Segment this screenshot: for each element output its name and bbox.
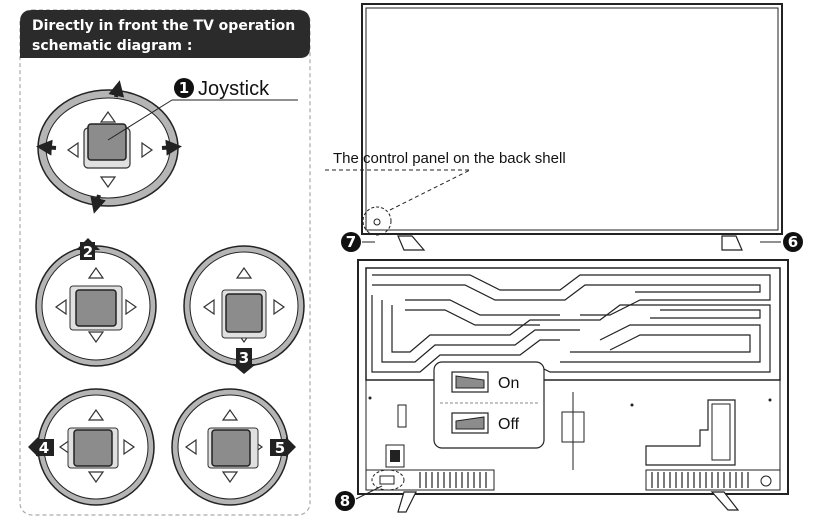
joystick-up: 2 bbox=[35, 238, 157, 367]
left-triangle-icon bbox=[66, 141, 79, 159]
right-push-arrow-icon bbox=[286, 437, 296, 457]
joystick-main: 1 Joystick bbox=[36, 78, 298, 214]
tv-right-foot bbox=[721, 235, 743, 251]
joystick-right: 5 bbox=[171, 388, 296, 506]
tv-left-foot bbox=[397, 235, 426, 251]
tv-back: 8 bbox=[335, 259, 789, 513]
control-panel-highlight bbox=[362, 206, 392, 236]
callout-8-number: 8 bbox=[340, 492, 350, 510]
callout-2-number: 2 bbox=[83, 243, 93, 261]
callout-7-number: 7 bbox=[346, 233, 356, 251]
callout-4-number: 4 bbox=[39, 439, 49, 457]
callout-1-badge bbox=[174, 78, 194, 98]
up-arrow-icon bbox=[108, 80, 125, 98]
joystick-left: 4 bbox=[28, 388, 155, 506]
left-push-arrow-icon bbox=[28, 437, 38, 457]
callout-6-number: 6 bbox=[788, 233, 798, 251]
callout-7-badge bbox=[341, 232, 361, 252]
panel-header bbox=[20, 10, 310, 58]
right-arrow-icon bbox=[161, 139, 182, 156]
switch-off-label: Off bbox=[498, 416, 520, 433]
down-arrow-icon bbox=[90, 194, 106, 214]
joystick-label: Joystick bbox=[198, 78, 270, 100]
back-panel-ribs bbox=[371, 274, 771, 373]
left-arrow-icon bbox=[36, 139, 57, 156]
callout-8-badge bbox=[335, 491, 355, 511]
control-panel-label: The control panel on the back shell bbox=[333, 150, 566, 167]
callout-3-number: 3 bbox=[239, 349, 249, 367]
panel-title-line2: schematic diagram : bbox=[32, 38, 193, 54]
down-push-arrow-icon bbox=[232, 364, 256, 374]
up-triangle-icon bbox=[99, 110, 117, 123]
panel-title-line1: Directly in front the TV operation bbox=[32, 18, 295, 34]
callout-5-number: 5 bbox=[275, 439, 285, 457]
callout-1-number: 1 bbox=[179, 79, 189, 97]
down-triangle-icon bbox=[99, 176, 117, 189]
joystick-down: 3 bbox=[183, 245, 305, 374]
switch-on-label: On bbox=[498, 375, 519, 392]
joystick-button bbox=[87, 123, 127, 161]
power-switch-highlight bbox=[371, 469, 405, 491]
tv-front: The control panel on the back shell 7 6 bbox=[325, 3, 803, 252]
power-switch-inset: On Off bbox=[433, 361, 545, 449]
right-triangle-icon bbox=[141, 141, 154, 159]
callout-6-badge bbox=[783, 232, 803, 252]
operation-panel: Directly in front the TV operation schem… bbox=[19, 9, 311, 516]
